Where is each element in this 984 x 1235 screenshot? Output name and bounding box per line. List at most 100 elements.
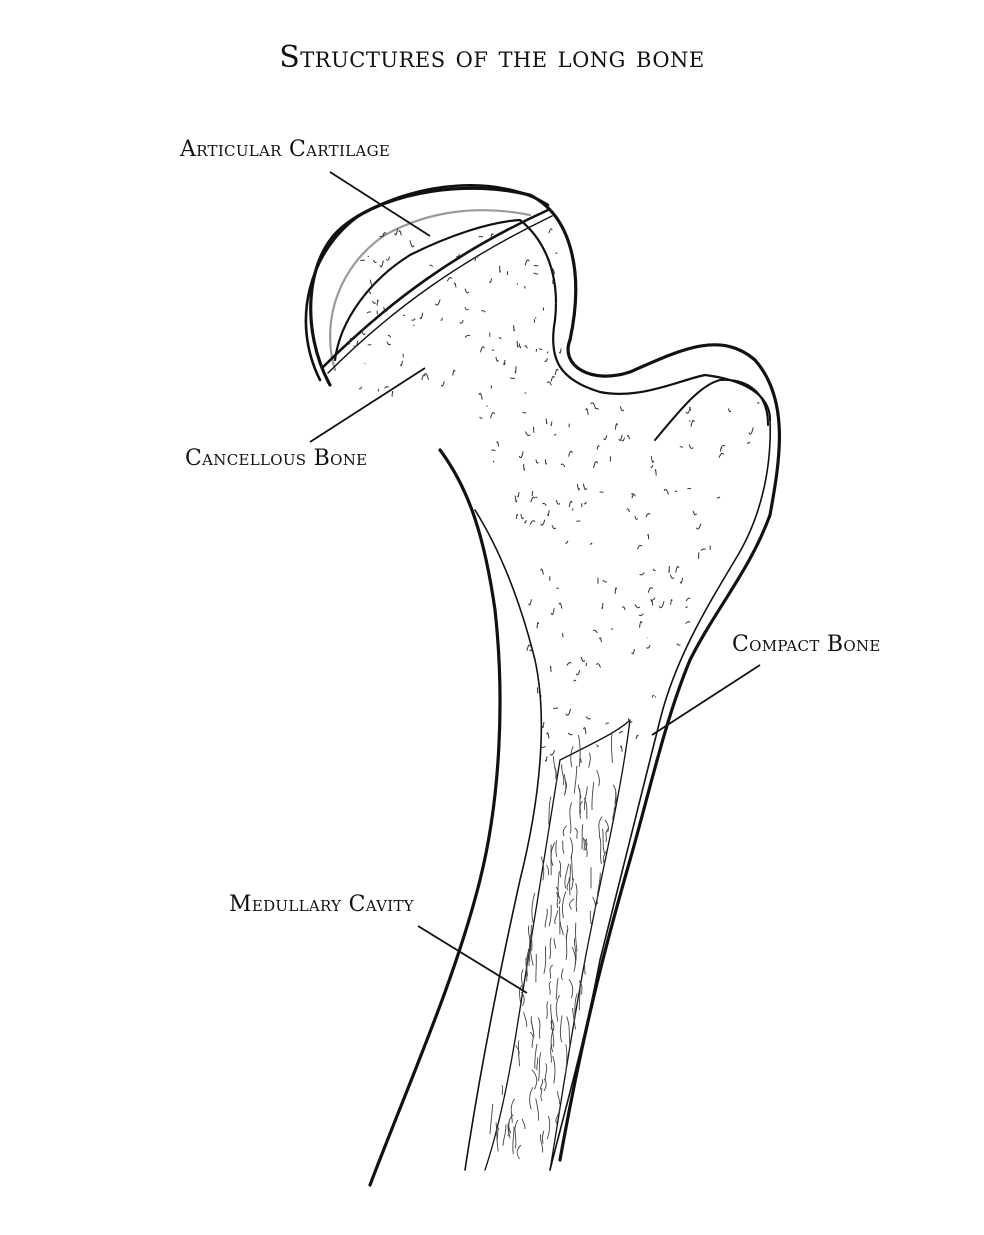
trabecula-mark <box>653 569 655 571</box>
marrow-fibre <box>544 1079 546 1091</box>
trabecula-mark <box>453 370 455 375</box>
marrow-fibre <box>553 756 556 783</box>
trabecula-mark <box>568 733 572 735</box>
trabecula-mark <box>569 451 573 456</box>
trabecula-mark <box>680 447 683 448</box>
trabecula-mark <box>686 598 690 601</box>
inner-cortex-left <box>465 510 541 1170</box>
marrow-fibre <box>517 1145 521 1159</box>
trabecula-mark <box>569 501 572 507</box>
trabecula-mark <box>635 604 640 607</box>
trabecula-mark <box>576 670 579 675</box>
trabecula-mark <box>514 325 515 331</box>
trabecula-mark <box>622 438 625 441</box>
trabecula-mark <box>378 389 379 391</box>
trabecula-mark <box>599 638 601 642</box>
trabecula-mark <box>460 320 463 323</box>
trabecula-mark <box>515 366 516 373</box>
trabecula-mark <box>584 728 586 734</box>
trabecula-mark <box>465 289 469 293</box>
trabecula-mark <box>524 464 525 470</box>
marrow-fibre <box>562 891 566 918</box>
trabecula-mark <box>566 709 571 716</box>
trabecula-mark <box>640 573 645 575</box>
cancellous-texture <box>349 228 759 763</box>
trabecula-mark <box>525 520 527 523</box>
trabecula-mark <box>497 442 499 447</box>
trabecula-mark <box>545 460 546 465</box>
marrow-fibre <box>582 824 583 849</box>
trabecula-mark <box>655 697 656 698</box>
trabecula-mark <box>420 313 423 319</box>
trabecula-mark <box>593 630 597 633</box>
trabecula-mark <box>385 387 389 388</box>
marrow-fibre <box>600 836 602 864</box>
trabecula-mark <box>481 347 485 353</box>
marrow-fibre <box>560 922 563 936</box>
trabecula-mark <box>671 600 673 605</box>
trabecula-mark <box>510 378 515 379</box>
trabecula-mark <box>648 588 652 593</box>
marrow-fibre <box>550 965 553 979</box>
trabecula-mark <box>586 717 591 720</box>
trabecula-mark <box>516 514 517 518</box>
trabecula-mark <box>721 445 725 448</box>
marrow-fibre <box>538 1052 540 1081</box>
marrow-fibre <box>490 1104 493 1134</box>
trabecula-mark <box>719 453 724 457</box>
trabecula-mark <box>530 521 535 525</box>
trabecula-mark <box>646 645 650 648</box>
marrow-fibre <box>546 1001 547 1018</box>
trabecula-mark <box>532 492 533 497</box>
trabecula-mark <box>622 607 625 610</box>
trabecula-mark <box>636 735 638 739</box>
trabecula-mark <box>481 311 485 313</box>
trabecula-mark <box>659 601 664 608</box>
trabecula-mark <box>567 663 571 666</box>
trabecula-mark <box>552 525 556 528</box>
trabecula-mark <box>550 750 554 755</box>
trabecula-mark <box>574 680 577 681</box>
trabecula-mark <box>646 514 650 518</box>
marrow-fibre <box>531 925 532 951</box>
marrow-fibre <box>541 1088 542 1101</box>
trabecula-mark <box>547 510 549 515</box>
trabecula-mark <box>551 376 555 381</box>
trabecula-mark <box>354 341 358 348</box>
trabecula-mark <box>577 484 579 490</box>
marrow-fibre <box>551 843 555 866</box>
trabecula-mark <box>441 381 444 386</box>
trabecula-mark <box>696 524 701 529</box>
cartilage-cut-line-inner <box>328 216 552 373</box>
marrow-fibre <box>575 828 578 839</box>
marrow-fibre <box>561 969 563 980</box>
marrow-fibre <box>524 1012 527 1027</box>
trabecula-mark <box>487 406 488 407</box>
trabecula-mark <box>619 435 622 440</box>
trabecula-mark <box>651 456 653 462</box>
marrow-fibre <box>538 1017 540 1038</box>
trabecula-mark <box>480 417 483 418</box>
trabecula-mark <box>546 419 547 424</box>
trabecula-mark <box>536 460 538 463</box>
trabecula-mark <box>541 569 544 575</box>
marrow-fibre <box>556 887 558 908</box>
trabecula-mark <box>441 318 443 321</box>
trabecula-mark <box>565 541 568 544</box>
marrow-fibre <box>556 841 557 857</box>
cartilage-cut-line <box>322 210 548 368</box>
marrow-fibre <box>549 905 551 927</box>
trabecula-mark <box>387 342 391 345</box>
trabecula-mark <box>586 409 588 415</box>
trabecula-mark <box>556 500 560 504</box>
marrow-fibre <box>593 897 596 913</box>
trabecula-mark <box>597 446 599 450</box>
marrow-fibre <box>537 1058 538 1071</box>
trabecula-mark <box>367 312 371 313</box>
trabecula-mark <box>651 598 656 601</box>
marrow-fibre <box>544 946 546 974</box>
marrow-fibre <box>571 746 574 767</box>
trabecula-mark <box>680 578 682 583</box>
trabecula-mark <box>583 484 586 490</box>
